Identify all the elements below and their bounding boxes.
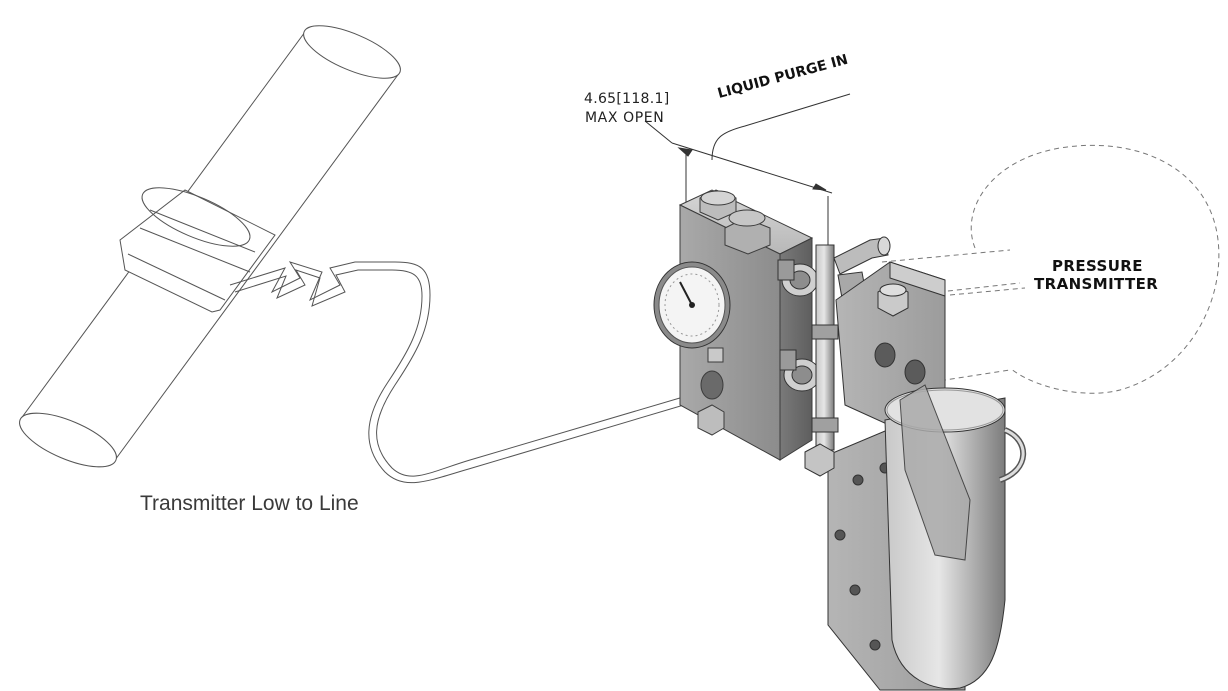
pipe-coupling xyxy=(119,187,276,313)
pressure-gauge xyxy=(653,261,731,349)
purge-leader xyxy=(711,93,851,161)
impulse-tubing xyxy=(229,261,695,484)
pressure-transmitter-label-line1: PRESSURE xyxy=(1052,257,1143,275)
diagram-caption: Transmitter Low to Line xyxy=(140,492,359,515)
pressure-transmitter-label-line2: TRANSMITTER xyxy=(1034,275,1159,293)
sensor-housing xyxy=(884,384,1027,690)
dimension-value: 4.65[118.1] xyxy=(584,91,670,107)
mounting-bracket xyxy=(835,261,946,431)
dimension-note: MAX OPEN xyxy=(585,110,665,126)
